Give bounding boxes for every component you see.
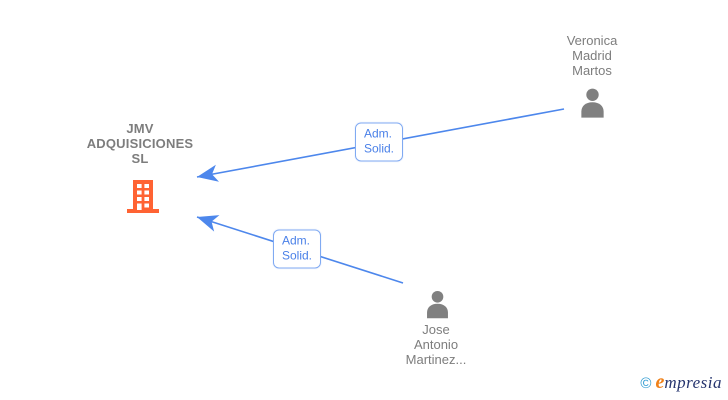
person-icon: [427, 290, 448, 319]
empresia-watermark[interactable]: © empresia: [640, 371, 722, 394]
logo-letter-e: e: [655, 371, 665, 393]
logo-rest: mpresia: [664, 373, 722, 392]
edge-label-adm-solid-2[interactable]: Adm. Solid.: [272, 229, 322, 269]
building-icon: [127, 180, 159, 213]
person-node-label-veronica: Veronica Madrid Martos: [566, 33, 618, 78]
company-node-label: JMV ADQUISICIONES SL: [86, 121, 194, 166]
person-icon: [581, 88, 604, 118]
person-node-veronica[interactable]: [576, 87, 609, 123]
copyright-icon: ©: [640, 375, 652, 392]
empresia-logo: empresia: [655, 371, 722, 394]
person-node-label-jose: Jose Antonio Martinez...: [405, 322, 467, 367]
edge-label-adm-solid-1[interactable]: Adm. Solid.: [354, 122, 404, 162]
company-node[interactable]: [124, 178, 162, 220]
person-node-jose[interactable]: [422, 289, 453, 324]
